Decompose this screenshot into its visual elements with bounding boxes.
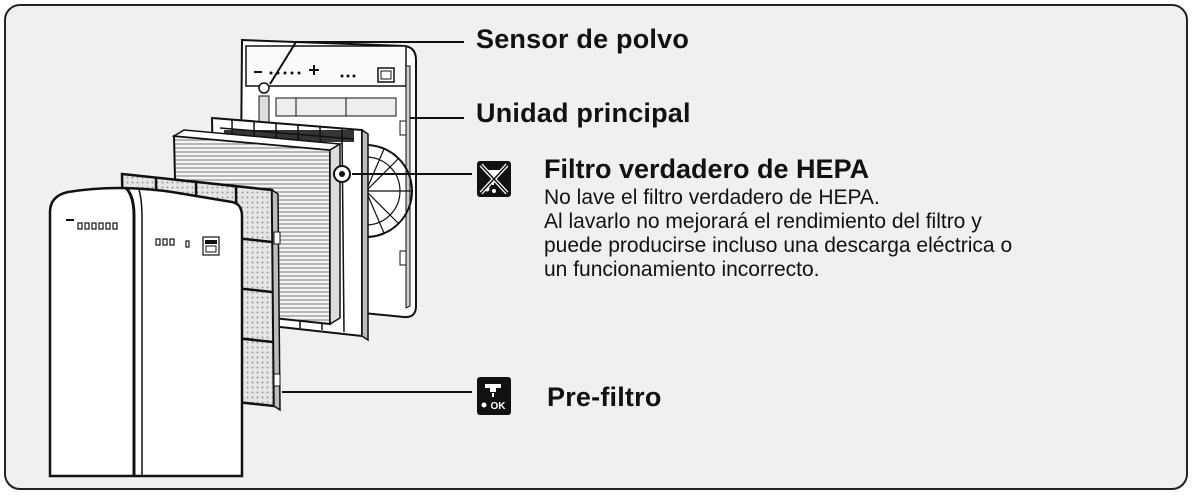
wash-ok-text: OK bbox=[491, 401, 507, 412]
prefilter-label: Pre-filtro bbox=[547, 382, 662, 412]
hepa-line: No lave el filtro verdadero de HEPA. bbox=[544, 186, 880, 209]
dust-sensor-leader bbox=[269, 41, 464, 85]
hepa-description: No lave el filtro verdadero de HEPA. Al … bbox=[544, 186, 1164, 282]
wash-ok-icon: OK bbox=[476, 376, 512, 421]
air-purifier-exploded-view bbox=[48, 38, 472, 478]
hepa-line: puede producirse incluso una descarga el… bbox=[544, 234, 1013, 257]
dust-sensor-opening bbox=[258, 82, 270, 94]
front-panel bbox=[48, 186, 244, 478]
leader-lines bbox=[269, 41, 472, 393]
dust-sensor-label: Sensor de polvo bbox=[476, 24, 690, 54]
main-unit-label: Unidad principal bbox=[476, 98, 691, 128]
hepa-line: Al lavarlo no mejorará el rendimiento de… bbox=[544, 210, 982, 233]
diagram-frame: Sensor de polvo Unidad principal Filtro … bbox=[4, 4, 1188, 490]
hepa-title: Filtro verdadero de HEPA bbox=[544, 154, 870, 184]
no-wash-icon bbox=[476, 160, 512, 203]
hepa-line: un funcionamiento incorrecto. bbox=[544, 258, 820, 281]
